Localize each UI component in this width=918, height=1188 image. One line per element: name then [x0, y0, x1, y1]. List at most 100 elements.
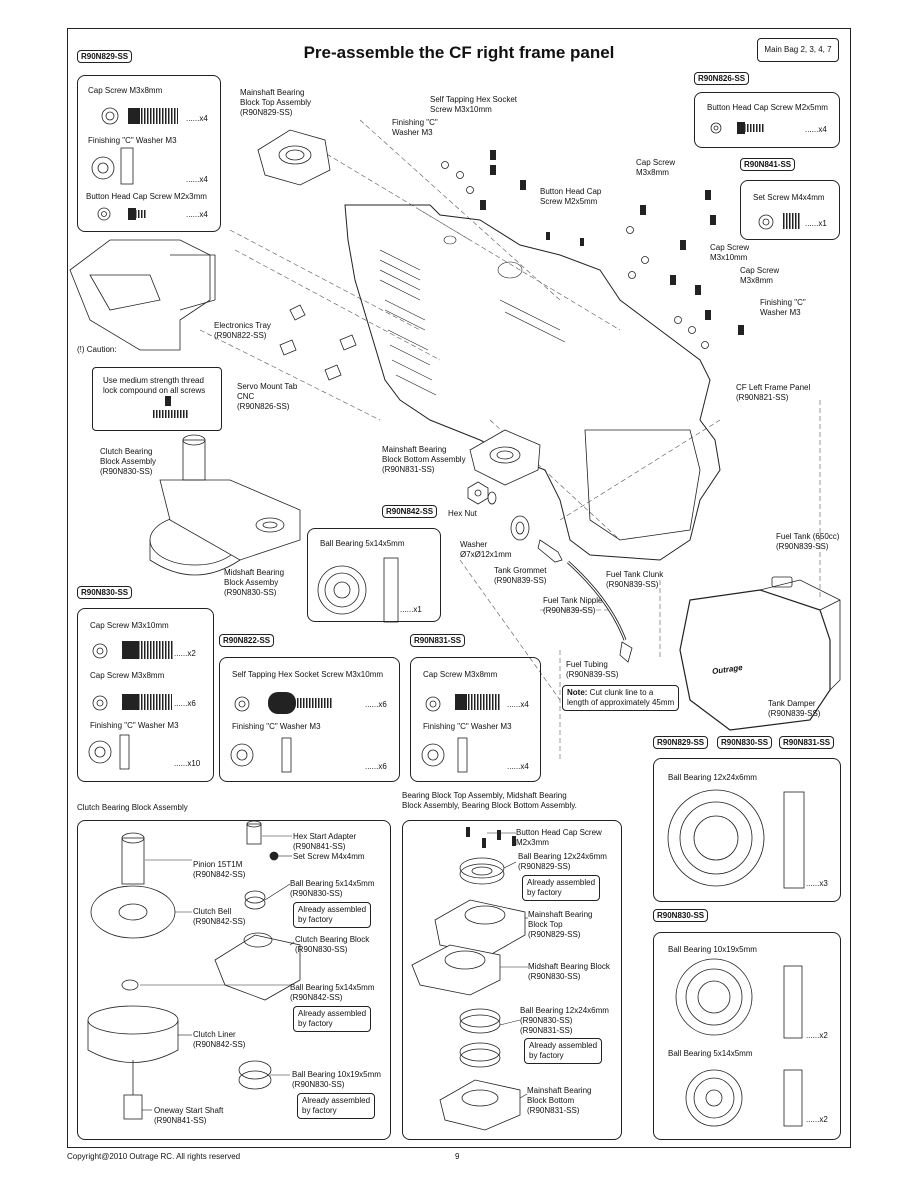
clutch-oneway-shaft: Oneway Start Shaft (R90N841-SS) [154, 1106, 224, 1125]
bearing-10x19-label: Ball Bearing 10x19x5mm [668, 945, 757, 954]
cap-screw-m3x8-qty: ......x6 [174, 699, 196, 708]
clutch-factory-1: Already assembled by factory [293, 902, 372, 928]
caution-label: (!) Caution: [77, 345, 117, 354]
clutch-section-heading: Clutch Bearing Block Assembly [77, 803, 188, 812]
clutch-set-screw: Set Screw M4x4mm [293, 852, 365, 861]
tag-r90n829: R90N829-SS [77, 50, 133, 63]
main-bag-label: Main Bag 2, 3, 4, 7 [757, 38, 839, 62]
callout-clutch-block: Clutch Bearing Block Assembly (R90N830-S… [100, 447, 157, 476]
callout-hex-nut: Hex Nut [448, 509, 477, 518]
parts-box-841: Set Screw M4x4mm ......x1 [740, 180, 840, 240]
washer-831-label: Finishing "C" Washer M3 [423, 722, 512, 731]
tag-r90n826: R90N826-SS [694, 72, 750, 85]
bearing-12x24-box: Ball Bearing 12x24x6mm ......x3 [653, 758, 841, 902]
callout-cf-left-panel: CF Left Frame Panel (R90N821-SS) [736, 383, 811, 402]
button-screw-m2x5-label: Button Head Cap Screw M2x5mm [707, 103, 828, 112]
self-tapping-screw-qty: ......x6 [365, 700, 387, 709]
callout-self-tapping: Self Tapping Hex Socket Screw M3x10mm [430, 95, 518, 114]
parts-box-822: Self Tapping Hex Socket Screw M3x10mm ..… [219, 657, 400, 782]
bearing-section-heading: Bearing Block Top Assembly, Midshaft Bea… [402, 791, 577, 810]
caution-text: Use medium strength thread lock compound… [103, 376, 206, 395]
washer-m3-qty: ......x10 [174, 759, 201, 768]
cap-screw-831-qty: ......x4 [507, 700, 529, 709]
bearing-bb12-b: Ball Bearing 12x24x6mm (R90N830-SS) (R90… [520, 1006, 609, 1035]
clutch-bell: Clutch Bell (R90N842-SS) [193, 907, 246, 926]
tag-bottom-831: R90N831-SS [779, 736, 835, 749]
tag-r90n830: R90N830-SS [77, 586, 133, 599]
tag-r90n831: R90N831-SS [410, 634, 466, 647]
parts-box-826: Button Head Cap Screw M2x5mm ......x4 [694, 92, 840, 148]
parts-box-831: Cap Screw M3x8mm ......x4 Finishing "C" … [410, 657, 541, 782]
callout-button-cap: Button Head Cap Screw M2x5mm [540, 187, 602, 206]
callout-electronics-tray: Electronics Tray (R90N822-SS) [214, 321, 271, 340]
bearing-5x14x5-qty: ......x1 [400, 605, 422, 614]
note-box: Note: Cut clunk line to a length of appr… [562, 685, 680, 711]
bearing-5x14-label: Ball Bearing 5x14x5mm [668, 1049, 753, 1058]
cap-screw-qty: ......x4 [186, 114, 208, 123]
page-border [67, 28, 851, 1148]
cap-screw-m3x8-label: Cap Screw M3x8mm [90, 671, 165, 680]
bearing-block-top: Mainshaft Bearing Block Top (R90N829-SS) [528, 910, 593, 939]
clutch-bb5-b: Ball Bearing 5x14x5mm (R90N842-SS) [290, 983, 375, 1002]
callout-finishing-c-top: Finishing "C" Washer M3 [392, 118, 438, 137]
callout-cap-screw-3x8-top: Cap Screw M3x8mm [636, 158, 676, 177]
bearing-section-box [402, 820, 622, 1140]
callout-tank-damper: Tank Damper (R90N839-SS) [768, 699, 821, 718]
callout-tank-clunk: Fuel Tank Clunk (R90N839-SS) [606, 570, 664, 589]
callout-mainshaft-bottom: Mainshaft Bearing Block Bottom Assembly … [382, 445, 466, 474]
button-screw-m2x5-qty: ......x4 [805, 125, 827, 134]
callout-midshaft: Midshaft Bearing Block Assemby (R90N830-… [224, 568, 285, 597]
bearing-factory-1: Already assembled by factory [522, 875, 601, 901]
footer-page-number: 9 [455, 1152, 460, 1161]
washer-831-qty: ......x4 [507, 762, 529, 771]
bearing-5x14x5-label: Ball Bearing 5x14x5mm [320, 539, 405, 548]
button-screw-label: Button Head Cap Screw M2x3mm [86, 192, 207, 201]
bearing-midshaft: Midshaft Bearing Block (R90N830-SS) [528, 962, 610, 981]
clutch-factory-3: Already assembled by factory [297, 1093, 376, 1119]
parts-box-829: Cap Screw M3x8mm ......x4 Finishing "C" … [77, 75, 221, 232]
bearing-bb12-a: Ball Bearing 12x24x6mm (R90N829-SS) [518, 852, 607, 871]
bearing-block-bottom: Mainshaft Bearing Block Bottom (R90N831-… [527, 1086, 592, 1115]
bearing-10x19-qty: ......x2 [806, 1031, 828, 1040]
tag-r90n842: R90N842-SS [382, 505, 438, 518]
washer-qty: ......x4 [186, 175, 208, 184]
tag-bottom-830: R90N830-SS [717, 736, 773, 749]
self-tapping-screw-label: Self Tapping Hex Socket Screw M3x10mm [232, 670, 384, 679]
tag-r90n830-b: R90N830-SS [653, 909, 709, 922]
washer-label: Finishing "C" Washer M3 [88, 136, 177, 145]
clutch-section-box [77, 820, 391, 1140]
clutch-bb5-a: Ball Bearing 5x14x5mm (R90N830-SS) [290, 879, 375, 898]
callout-cap-screw-3x10: Cap Screw M3x10mm [710, 243, 750, 262]
bearing-12x24-qty: ......x3 [806, 879, 828, 888]
bearing-12x24-label: Ball Bearing 12x24x6mm [668, 773, 757, 782]
callout-washer: Washer Ø7xØ12x1mm [460, 540, 512, 559]
washer-822-label: Finishing "C" Washer M3 [232, 722, 321, 731]
cap-screw-m3x10-qty: ......x2 [174, 649, 196, 658]
callout-fuel-tubing: Fuel Tubing (R90N839-SS) [566, 660, 619, 679]
clutch-bb10: Ball Bearing 10x19x5mm (R90N830-SS) [292, 1070, 381, 1089]
bearing-10x19-box: Ball Bearing 10x19x5mm ......x2 Ball Bea… [653, 932, 841, 1140]
note-text: Cut clunk line to a length of approximat… [567, 688, 675, 707]
button-screw-qty: ......x4 [186, 210, 208, 219]
note-label: Note: [567, 688, 588, 697]
parts-box-830: Cap Screw M3x10mm ......x2 Cap Screw M3x… [77, 608, 214, 782]
bearing-button-screw: Button Head Cap Screw M2x3mm [516, 828, 602, 847]
footer-copyright: Copyright@2010 Outrage RC. All rights re… [67, 1152, 241, 1161]
tag-bottom-829: R90N829-SS [653, 736, 709, 749]
clutch-pinion: Pinion 15T1M (R90N842-SS) [193, 860, 246, 879]
parts-box-842: Ball Bearing 5x14x5mm ......x1 [307, 528, 441, 622]
callout-tank-grommet: Tank Grommet (R90N839-SS) [494, 566, 547, 585]
callout-fuel-tank: Fuel Tank (650cc) (R90N839-SS) [776, 532, 840, 551]
set-screw-qty: ......x1 [805, 219, 827, 228]
callout-tank-nipple: Fuel Tank Nipple (R90N839-SS) [543, 596, 603, 615]
washer-822-qty: ......x6 [365, 762, 387, 771]
bearing-factory-2: Already assembled by factory [524, 1038, 603, 1064]
clutch-bearing-block: Clutch Bearing Block (R90N830-SS) [295, 935, 370, 954]
clutch-factory-2: Already assembled by factory [293, 1006, 372, 1032]
bearing-5x14-qty: ......x2 [806, 1115, 828, 1124]
callout-finishing-c-right: Finishing "C" Washer M3 [760, 298, 806, 317]
clutch-hex-adapter: Hex Start Adapter (R90N841-SS) [293, 832, 357, 851]
tag-r90n841: R90N841-SS [740, 158, 796, 171]
washer-m3-label: Finishing "C" Washer M3 [90, 721, 179, 730]
